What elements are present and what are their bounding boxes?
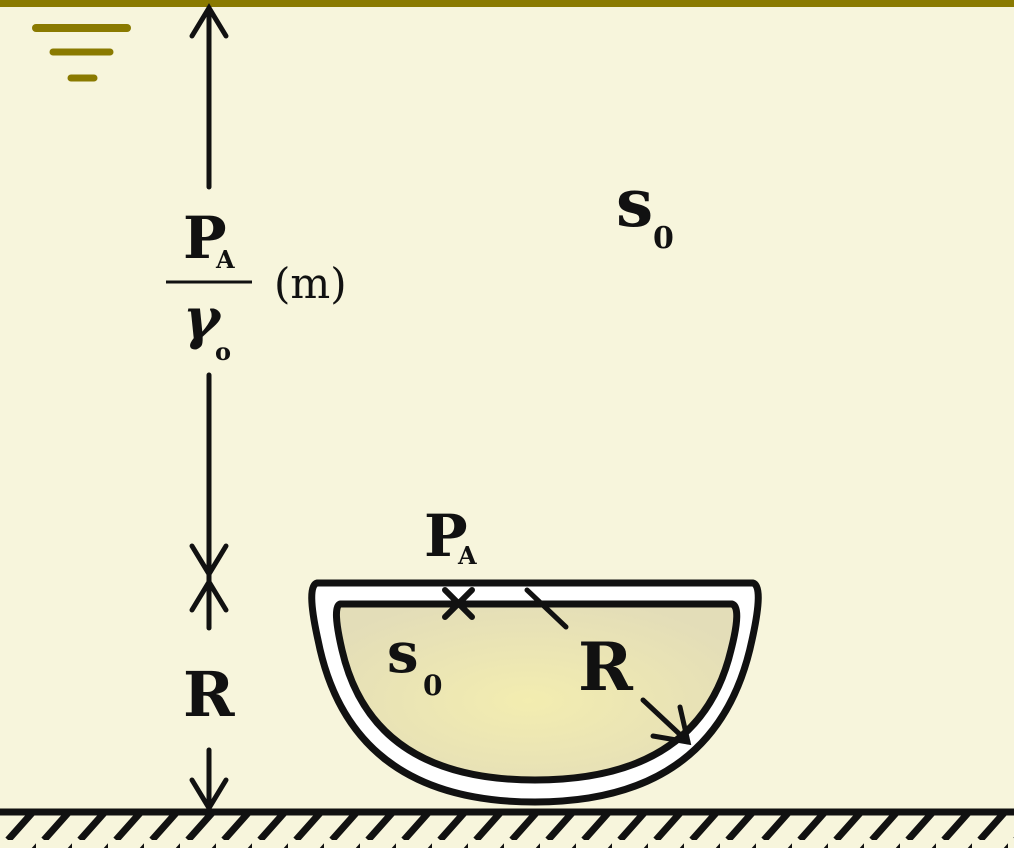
head-dimension-line xyxy=(189,3,229,601)
head-numerator-sub: A xyxy=(215,245,235,274)
point-a-label: P A xyxy=(424,502,477,570)
head-denominator-sub: o xyxy=(215,337,231,366)
shell-inner-fluid xyxy=(333,600,741,784)
radius-dimension-label: R xyxy=(183,658,235,731)
hatched-ground-icon xyxy=(0,808,1014,848)
head-numerator-main: P xyxy=(183,204,227,272)
head-fraction-label: P A γ o (m) xyxy=(166,204,347,366)
radius-arrow xyxy=(524,587,692,746)
water-level-icon xyxy=(32,24,131,82)
head-unit-label: (m) xyxy=(274,259,347,308)
free-surface-line xyxy=(0,0,1014,7)
cross-icon xyxy=(442,587,475,620)
hemisphere-shell xyxy=(308,579,762,806)
radius-dimension-line xyxy=(189,577,229,813)
outer-fluid-main: s xyxy=(616,164,653,242)
radius-label: R xyxy=(578,628,634,706)
point-sub: A xyxy=(457,541,477,570)
inner-fluid-main: s xyxy=(387,620,419,686)
outer-fluid-sub: 0 xyxy=(653,221,674,256)
point-main: P xyxy=(424,502,468,570)
outer-fluid-label: s 0 xyxy=(616,164,674,256)
inner-fluid-sub: 0 xyxy=(423,669,442,702)
inner-fluid-label: s 0 xyxy=(387,620,442,702)
head-denominator-main: γ xyxy=(183,286,223,352)
